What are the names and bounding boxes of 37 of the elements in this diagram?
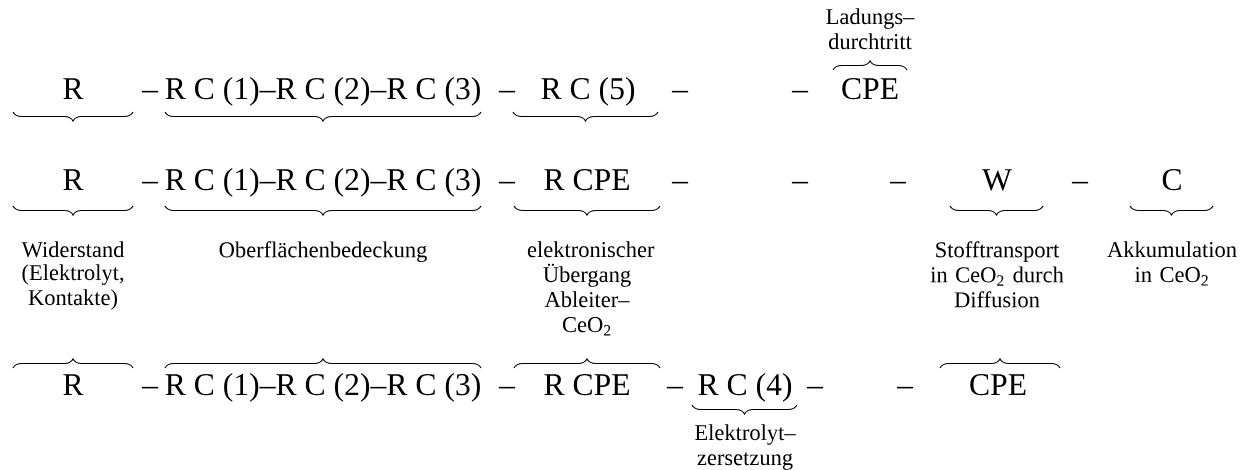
element-term: R C (1)–R C (2)–R C (3) <box>165 373 480 402</box>
dash: – <box>498 90 516 93</box>
annotation: Ladungs– durchtritt <box>826 8 915 50</box>
dash: – <box>498 181 516 184</box>
dash: – <box>1071 181 1089 184</box>
annotation: elektronischer Übergang Ableiter–CeO$_{2}$ <box>527 241 655 336</box>
element-term: W <box>982 169 1012 191</box>
dash: – <box>141 386 159 389</box>
element-term: R <box>63 374 84 395</box>
dash: – <box>498 386 516 389</box>
element-term: R C (1)–R C (2)–R C (3) <box>165 168 480 197</box>
dash: – <box>889 181 907 184</box>
element-term: R CPE <box>544 169 629 191</box>
dash: – <box>806 386 824 389</box>
dash: – <box>141 90 159 93</box>
dash: – <box>671 90 689 93</box>
element-term: C <box>1162 169 1181 191</box>
element-term: R <box>63 169 84 190</box>
element-term: CPE <box>970 374 1026 396</box>
annotation: (Elektrolyt, Kontakte) <box>22 264 124 310</box>
element-term: R <box>63 78 84 99</box>
element-term: CPE <box>842 78 898 100</box>
annotation: Stofftransport in CeO$_{2}$ durch Diffusion <box>930 241 1064 308</box>
annotation: Elektrolyt– zersetzung <box>695 424 796 470</box>
dash: – <box>671 181 689 184</box>
dash: – <box>896 386 914 389</box>
annotation: Oberflächenbedeckung <box>219 241 427 263</box>
element-term: R C (1)–R C (2)–R C (3) <box>165 77 480 106</box>
element-term: R CPE <box>544 374 629 396</box>
annotation: Widerstand <box>21 241 125 258</box>
annotation: Akkumulation in CeO$_{2}$ <box>1107 241 1237 286</box>
dash: – <box>141 181 159 184</box>
element-term: R C (4) <box>698 373 792 402</box>
dash: – <box>791 181 809 184</box>
dash: – <box>666 386 684 389</box>
dash: – <box>791 90 809 93</box>
element-term: R C (5) <box>541 77 635 106</box>
